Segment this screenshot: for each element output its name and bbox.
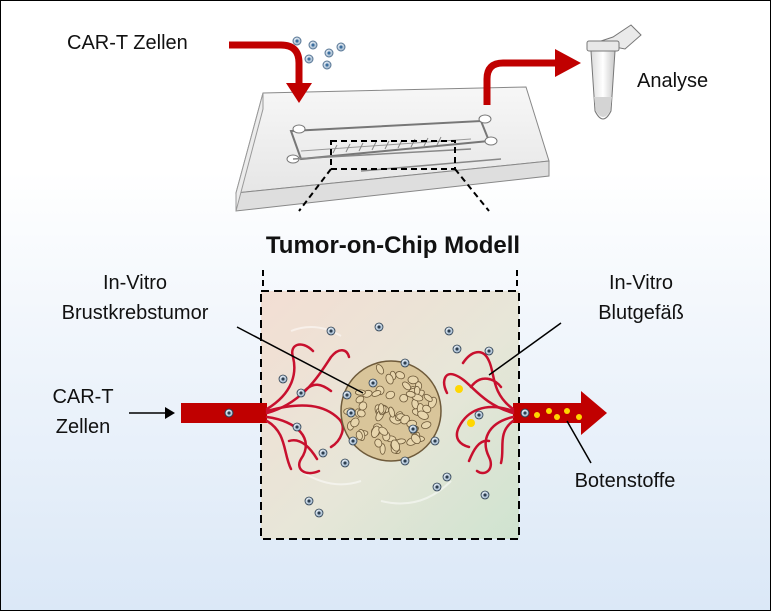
t-cell-nucleus — [483, 493, 487, 497]
t-cell-nucleus — [411, 427, 415, 431]
t-cell-nucleus — [371, 381, 375, 385]
t-cell-nucleus — [477, 413, 481, 417]
t-cell-nucleus — [349, 411, 353, 415]
tumor-cell — [356, 409, 366, 418]
t-cell-nucleus — [299, 391, 303, 395]
tumor-cell — [350, 417, 360, 428]
tumor-spheroid-icon — [340, 360, 442, 462]
car-t-left-label-line2: Zellen — [56, 416, 110, 438]
vessel-label-line1: In-Vitro — [609, 272, 673, 294]
tumor-cell — [375, 364, 385, 375]
tumor-cell — [411, 433, 421, 445]
tumor-cell — [379, 443, 386, 455]
t-cell-nucleus — [281, 377, 285, 381]
tumor-cell — [390, 439, 400, 452]
microcentrifuge-tube-icon — [586, 24, 642, 120]
tumor-cell — [395, 371, 406, 380]
tumor-cell — [385, 390, 396, 400]
t-cell-nucleus — [487, 349, 491, 353]
t-cell-nucleus — [345, 393, 349, 397]
messenger-leader-line — [566, 420, 592, 464]
tumor-cell — [423, 393, 433, 402]
tumor-cell — [405, 390, 416, 398]
t-cell-nucleus — [377, 325, 381, 329]
t-cell-nucleus — [295, 425, 299, 429]
tumor-label-line1: In-Vitro — [103, 272, 167, 294]
t-cell-nucleus — [445, 475, 449, 479]
t-cell-nucleus — [329, 329, 333, 333]
tumor-cell — [385, 373, 394, 385]
tumor-cell — [422, 404, 432, 414]
tumor-cell — [371, 390, 382, 397]
tumor-label-line2: Brustkrebstumor — [62, 302, 209, 324]
t-cells-top — [292, 36, 346, 70]
vessel-leader-line — [488, 322, 562, 376]
tumor-cell — [421, 421, 432, 429]
t-cell-nucleus — [317, 511, 321, 515]
messenger-molecules — [455, 385, 582, 427]
vessel-label-line2: Blutgefäß — [598, 302, 684, 324]
t-cell-nucleus — [403, 361, 407, 365]
blood-vessels — [265, 343, 515, 475]
microfluidic-chip-icon — [235, 86, 550, 212]
tumor-cell — [354, 389, 366, 396]
inlet-channel — [181, 403, 267, 423]
t-cell-nucleus — [321, 451, 325, 455]
t-cell-nucleus — [307, 499, 311, 503]
tumor-cell — [378, 426, 389, 436]
t-cell-nucleus — [343, 461, 347, 465]
outflow-arrow — [483, 59, 557, 105]
analyse-label: Analyse — [637, 70, 708, 92]
t-cell-nucleus — [433, 439, 437, 443]
tumor-cell — [355, 395, 365, 404]
t-cells-model — [278, 322, 494, 518]
outlet-arrowhead — [581, 391, 607, 435]
tumor-cell — [355, 430, 363, 441]
tumor-leader-line — [236, 326, 364, 394]
tumor-cell — [378, 403, 385, 414]
car-t-top-label: CAR-T Zellen — [67, 32, 188, 54]
model-title: Tumor-on-Chip Modell — [266, 232, 520, 259]
t-cell-nucleus — [351, 439, 355, 443]
inflow-arrow — [229, 41, 303, 85]
t-cell-nucleus — [455, 347, 459, 351]
tumor-cell — [399, 393, 409, 403]
tumor-cell — [374, 438, 383, 448]
chip-zoom-box — [330, 140, 456, 170]
tumor-cell — [371, 425, 380, 438]
t-cell-nucleus — [447, 329, 451, 333]
botenstoffe-label: Botenstoffe — [575, 470, 676, 492]
car-t-left-label-line1: CAR-T — [52, 386, 113, 408]
tumor-cell — [388, 406, 396, 418]
t-cell-nucleus — [403, 459, 407, 463]
tumor-cell — [407, 375, 419, 385]
t-cell-nucleus — [435, 485, 439, 489]
